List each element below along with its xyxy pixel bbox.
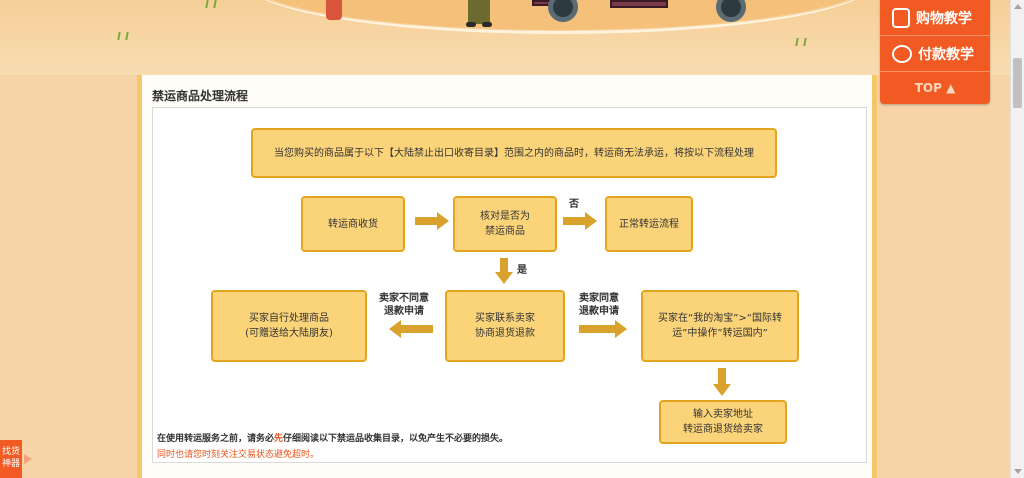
arrow-left-icon [389,320,433,338]
arrow-right-icon [415,212,449,230]
scroll-thumb[interactable] [1013,58,1022,108]
arrow-right-icon [563,212,597,230]
shopping-guide-label: 购物教学 [916,10,972,27]
notice-highlight: 先 [274,434,284,444]
payment-guide-button[interactable]: 付款教学 [880,36,990,72]
payment-guide-label: 付款教学 [918,46,974,63]
cactus-decor [326,0,342,20]
flowchart-area: 当您购买的商品属于以下【大陆禁止出口收寄目录】范围之内的商品时，转运商无法承运，… [152,107,867,463]
grass-decor [205,0,217,8]
crate-decor [610,0,668,8]
back-to-top-button[interactable]: TOP ▲ [914,81,956,95]
truck-wheel [716,0,746,22]
flow-contact-box: 买家联系卖家 协商退货退款 [445,290,565,362]
shoe-decor [482,22,492,27]
flow-normal-box: 正常转运流程 [605,196,693,252]
shopping-guide-button[interactable]: 购物教学 [880,0,990,36]
header-banner [0,0,1010,75]
notice-text-a: 在使用转运服务之前，请务必 [157,434,275,444]
notice-text: 在使用转运服务之前，请务必先仔细阅读以下禁运品收集目录，以免产生不必要的损失。 [157,431,508,444]
flow-no-label: 否 [569,199,579,210]
flow-return-box: 输入卖家地址 转运商退货给卖家 [659,400,787,444]
content-panel: 禁运商品处理流程 当您购买的商品属于以下【大陆禁止出口收寄目录】范围之内的商品时… [137,75,877,478]
finder-arrow-icon[interactable] [24,454,32,464]
arrow-right-icon [579,320,627,338]
document-icon [892,7,910,28]
scroll-down-icon[interactable] [1014,469,1022,474]
shoe-decor [466,22,476,27]
notice-warning: 同时也请您时刻关注交易状态避免超时。 [157,450,320,460]
banner-ground-rim [248,0,872,34]
product-finder-tab[interactable]: 找货神器 [0,440,22,478]
flow-check-box: 核对是否为 禁运商品 [453,196,557,252]
page-scrollbar[interactable] [1010,0,1024,478]
grass-decor [117,32,129,40]
flow-agree-label: 卖家同意 退款申请 [579,293,619,317]
flow-operate-box: 买家在“我的淘宝”>“国际转运”中操作”转运国内” [641,290,799,362]
notice-text-b: 仔细阅读以下禁运品收集目录，以免产生不必要的损失。 [283,434,509,444]
person-illustration [468,0,490,24]
flow-disagree-label: 卖家不同意 退款申请 [379,293,429,317]
scroll-up-icon[interactable] [1014,4,1022,9]
page-title: 禁运商品处理流程 [152,89,249,103]
flow-receive-box: 转运商收货 [301,196,405,252]
arrow-down-icon [495,258,513,284]
flow-intro-box: 当您购买的商品属于以下【大陆禁止出口收寄目录】范围之内的商品时，转运商无法承运，… [251,128,777,178]
grass-decor [795,38,807,46]
truck-wheel [548,0,578,22]
arrow-down-icon [713,368,731,396]
payment-icon [892,44,912,63]
flow-self-handle-box: 买家自行处理商品 (可赠送给大陆朋友) [211,290,367,362]
flow-yes-label: 是 [517,265,527,276]
floating-side-nav: 购物教学 付款教学 TOP ▲ [880,0,990,104]
